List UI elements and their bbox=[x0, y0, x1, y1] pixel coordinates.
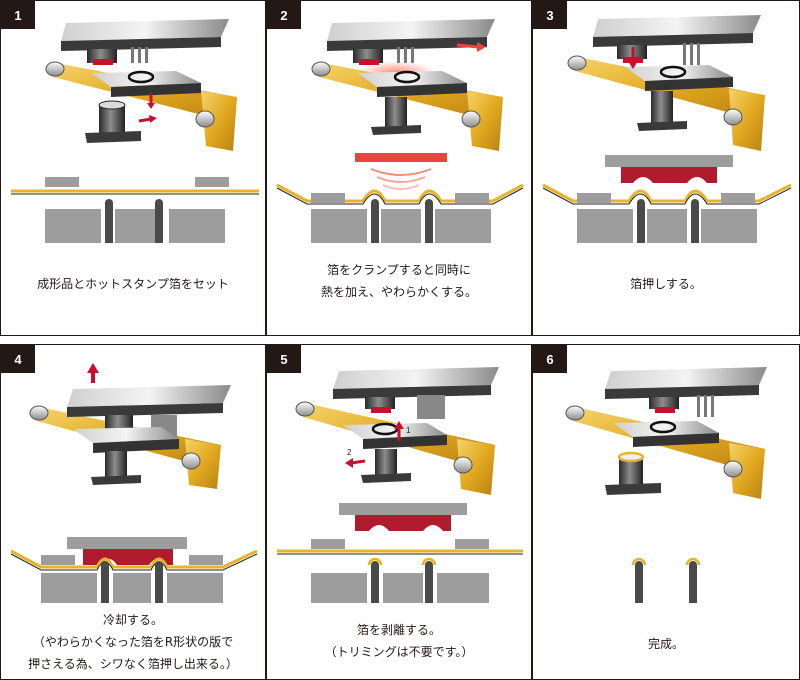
upper-press-head bbox=[593, 15, 761, 65]
upper-press-head bbox=[605, 367, 767, 417]
cross-section bbox=[277, 503, 523, 603]
upper-press-head bbox=[327, 19, 495, 65]
caption-line: 成形品とホットスタンプ箔をセット bbox=[37, 277, 229, 291]
arrow-label: 2 bbox=[347, 448, 352, 457]
clamp-plate bbox=[357, 70, 467, 97]
finished-part bbox=[605, 451, 661, 495]
clamp-plate bbox=[343, 422, 447, 449]
step-panel-5: 5 1 bbox=[266, 344, 532, 680]
clamp-plate bbox=[625, 65, 733, 91]
caption-line: 冷却する。 bbox=[102, 613, 163, 627]
step-panel-4: 4 bbox=[0, 344, 266, 680]
step-number-badge: 1 bbox=[1, 1, 35, 29]
caption-line: 箔を剥離する。 bbox=[356, 623, 441, 637]
step-number-badge: 2 bbox=[267, 1, 301, 29]
step-caption: 箔をクランプすると同時に 熱を加え、やわらかくする。 bbox=[267, 259, 531, 303]
clamp-plate bbox=[91, 70, 201, 97]
step-number-badge: 3 bbox=[533, 1, 567, 29]
step-caption: 完成。 bbox=[533, 633, 799, 655]
caption-line: 箔押しする。 bbox=[630, 277, 702, 291]
step-caption: 箔を剥離する。 （トリミングは不要です。） bbox=[267, 619, 531, 663]
cross-section bbox=[542, 155, 792, 243]
cross-section bbox=[276, 183, 524, 243]
caption-line: 完成。 bbox=[647, 637, 684, 651]
step-panel-6: 6 bbox=[532, 344, 800, 680]
caption-line: （やわらかくなった箔をR形状の版で bbox=[32, 635, 234, 649]
left-arrow bbox=[350, 459, 366, 465]
cross-section bbox=[631, 557, 701, 603]
step-number-badge: 5 bbox=[267, 345, 301, 373]
foil-ribbon bbox=[565, 405, 765, 499]
machine-illustration bbox=[276, 19, 524, 243]
cross-section bbox=[11, 177, 259, 243]
step-number-badge: 4 bbox=[1, 345, 35, 373]
caption-line: 熱を加え、やわらかくする。 bbox=[320, 285, 477, 299]
clamp-plate bbox=[73, 427, 179, 453]
upper-press-head bbox=[61, 19, 229, 65]
right-arrow bbox=[456, 43, 480, 49]
caption-line: 押さえる為、シワなく箔押し出来る。） bbox=[28, 657, 238, 671]
step-panel-3: 3 bbox=[532, 0, 800, 336]
step-caption: 冷却する。 （やわらかくなった箔をR形状の版で 押さえる為、シワなく箔押し出来る… bbox=[1, 609, 265, 675]
machine-illustration bbox=[11, 19, 259, 243]
machine-illustration bbox=[542, 15, 792, 243]
upper-press-head bbox=[67, 385, 231, 439]
step-number-badge: 6 bbox=[533, 345, 567, 373]
arrow-label: 1 bbox=[406, 426, 411, 435]
molded-part bbox=[85, 100, 141, 143]
machine-illustration bbox=[565, 367, 767, 603]
clamp-plate bbox=[613, 420, 719, 447]
machine-illustration: 1 2 bbox=[277, 367, 523, 603]
heater-plate bbox=[355, 153, 447, 190]
step-caption: 成形品とホットスタンプ箔をセット bbox=[1, 273, 265, 295]
cross-section bbox=[10, 537, 258, 603]
step-panel-1: 1 bbox=[0, 0, 266, 336]
step-caption: 箔押しする。 bbox=[533, 273, 799, 295]
machine-illustration bbox=[10, 363, 258, 603]
caption-line: （トリミングは不要です。） bbox=[324, 645, 474, 659]
upper-press-head bbox=[333, 367, 499, 419]
step-panel-2: 2 bbox=[266, 0, 532, 336]
caption-line: 箔をクランプすると同時に bbox=[327, 263, 471, 277]
